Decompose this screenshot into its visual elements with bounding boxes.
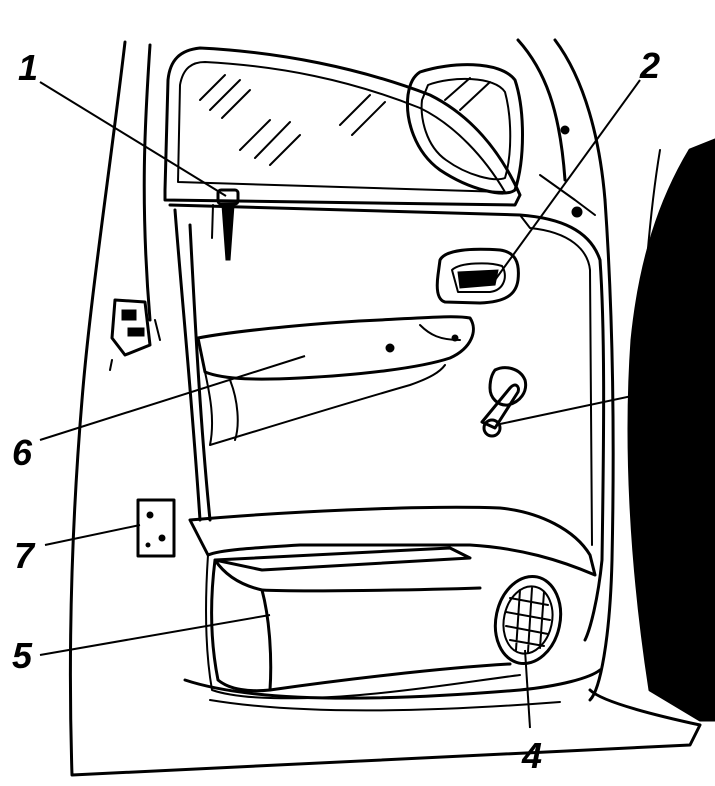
window-frame — [163, 46, 522, 207]
leader-4 — [524, 649, 531, 729]
armrest — [196, 315, 475, 446]
door-shell — [68, 38, 702, 777]
door-pocket — [188, 505, 597, 700]
leader-6 — [39, 355, 306, 441]
door-striker — [109, 298, 161, 371]
leader-3 — [499, 389, 661, 425]
leader-2 — [494, 79, 641, 281]
leader-lines — [39, 79, 661, 729]
callout-labels: 1 2 3 4 5 6 7 — [12, 45, 682, 776]
callout-5: 5 — [12, 635, 33, 676]
door-sill — [183, 668, 602, 712]
leader-5 — [39, 614, 271, 656]
window-crank — [480, 366, 528, 438]
inner-door-handle — [435, 247, 520, 305]
speaker-grille — [493, 574, 563, 666]
callout-6: 6 — [12, 432, 33, 473]
side-mirror — [405, 63, 596, 218]
callout-3: 3 — [662, 362, 682, 403]
leader-1 — [39, 81, 227, 197]
callout-7: 7 — [14, 535, 36, 576]
callout-2: 2 — [639, 45, 660, 86]
callout-4: 4 — [521, 735, 542, 776]
callout-1: 1 — [18, 47, 38, 88]
vin-plate — [136, 498, 176, 558]
inner-panel — [168, 203, 606, 642]
b-pillar — [627, 138, 715, 722]
leader-7 — [44, 524, 141, 546]
door-lock-knob — [211, 188, 240, 261]
